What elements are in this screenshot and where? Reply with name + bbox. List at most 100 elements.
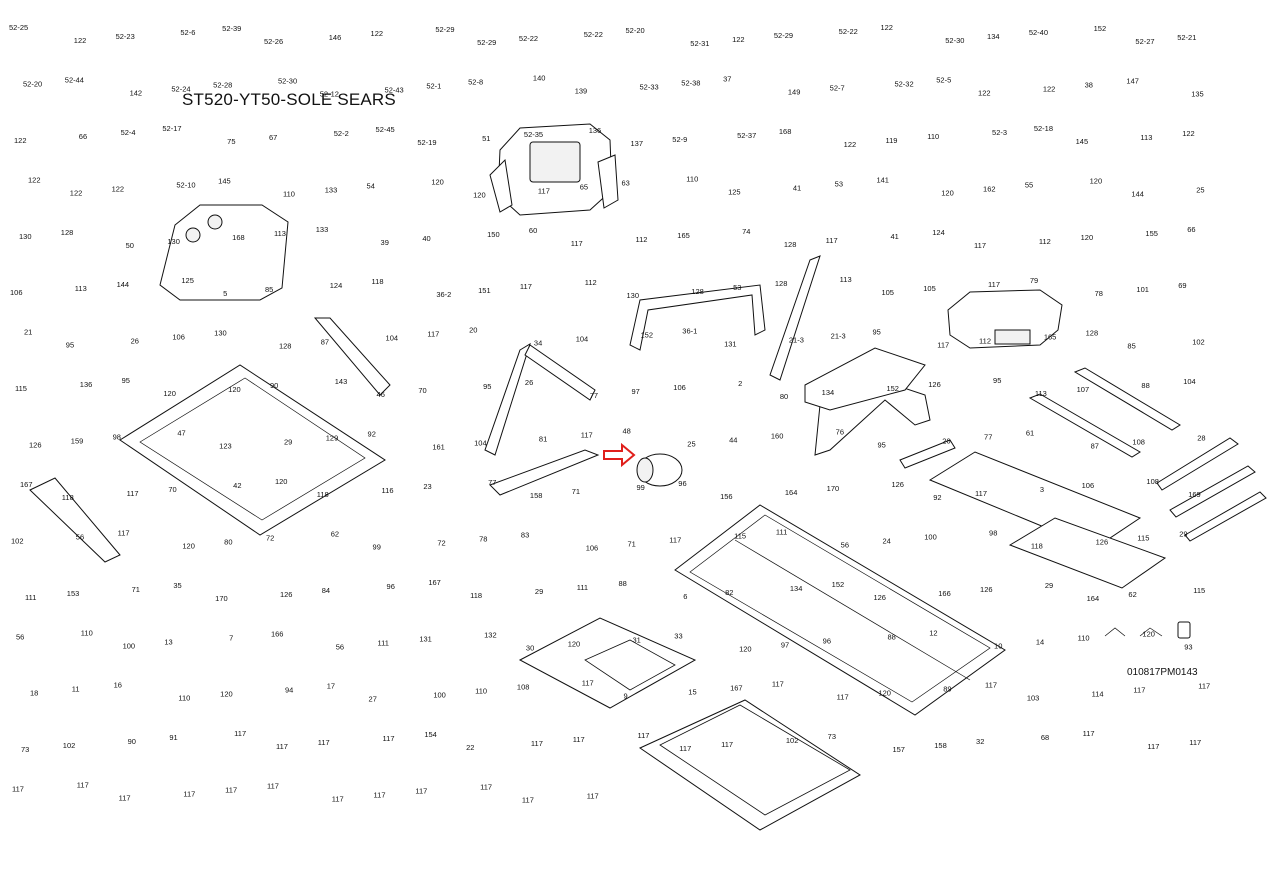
part-label: 165 xyxy=(1044,333,1057,342)
part-label: 120 xyxy=(1081,233,1094,242)
drive-motor xyxy=(636,453,683,487)
part-label: 115 xyxy=(1193,586,1205,595)
part-label: 98 xyxy=(113,433,121,442)
part-label: 88 xyxy=(619,579,627,588)
part-label: 47 xyxy=(177,429,185,438)
motor-hood xyxy=(947,289,1063,349)
part-label: 146 xyxy=(329,33,342,42)
part-label: 126 xyxy=(891,480,904,489)
part-label: 44 xyxy=(729,436,737,445)
part-label: 27 xyxy=(369,695,377,704)
part-label: 111 xyxy=(25,593,36,602)
part-label: 112 xyxy=(585,278,597,287)
part-label: 137 xyxy=(631,139,644,148)
part-label: 114 xyxy=(1092,690,1104,699)
part-label: 73 xyxy=(21,745,29,754)
diagram-title: ST520-YT50-SOLE SEARS xyxy=(182,90,396,109)
part-label: 33 xyxy=(674,631,682,640)
part-label: 52-38 xyxy=(681,78,700,87)
part-label: 124 xyxy=(330,281,343,290)
part-label: 102 xyxy=(11,536,24,545)
part-label: 115 xyxy=(734,531,746,540)
part-label: 155 xyxy=(1145,229,1158,238)
part-label: 117 xyxy=(985,681,997,690)
part-label: 118 xyxy=(1031,541,1043,550)
part-label: 117 xyxy=(826,236,838,245)
part-label: 52-3 xyxy=(992,128,1007,137)
part-label: 125 xyxy=(181,276,194,285)
part-label: 25 xyxy=(1196,185,1204,194)
part-label: 35 xyxy=(173,581,181,590)
part-label: 79 xyxy=(1030,276,1038,285)
part-label: 63 xyxy=(622,178,630,187)
part-label: 105 xyxy=(881,288,894,297)
part-label: 13 xyxy=(164,637,172,646)
part-label: 52-4 xyxy=(121,128,136,137)
part-label: 117 xyxy=(974,241,986,250)
part-label: 120 xyxy=(739,644,752,653)
part-label: 78 xyxy=(479,534,487,543)
part-label: 29 xyxy=(1045,581,1053,590)
part-label: 5 xyxy=(223,289,227,298)
part-label: 90 xyxy=(270,381,278,390)
part-label: 10 xyxy=(994,641,1002,650)
part-label: 111 xyxy=(776,527,787,536)
part-label: 117 xyxy=(118,528,130,537)
part-label: 28 xyxy=(1197,434,1205,443)
part-label: 102 xyxy=(63,741,76,750)
part-label: 134 xyxy=(987,32,1000,41)
side-covers xyxy=(29,317,926,563)
part-label: 117 xyxy=(480,783,492,792)
part-label: 108 xyxy=(1132,438,1145,447)
part-label: 36-2 xyxy=(436,290,451,299)
part-label: 69 xyxy=(1178,281,1186,290)
part-label: 92 xyxy=(933,493,941,502)
part-label: 128 xyxy=(279,342,292,351)
part-label: 9 xyxy=(624,692,628,701)
part-label: 117 xyxy=(77,781,89,790)
part-label: 39 xyxy=(381,238,389,247)
part-label: 90 xyxy=(128,737,136,746)
part-label: 108 xyxy=(517,683,530,692)
part-label: 164 xyxy=(785,488,798,497)
part-label: 52-33 xyxy=(640,82,659,91)
part-label: 96 xyxy=(387,582,395,591)
part-label: 70 xyxy=(418,386,426,395)
part-label: 117 xyxy=(127,489,139,498)
part-label: 108 xyxy=(1146,477,1159,486)
part-label: 95 xyxy=(66,341,74,350)
part-label: 100 xyxy=(924,532,937,541)
part-label: 51 xyxy=(482,134,490,143)
part-label: 117 xyxy=(332,795,344,804)
part-label: 52-29 xyxy=(435,25,454,34)
part-label: 52-7 xyxy=(830,83,845,92)
part-label: 110 xyxy=(81,628,93,637)
part-label: 152 xyxy=(1094,24,1107,33)
part-label: 131 xyxy=(419,634,432,643)
part-label: 52-10 xyxy=(176,180,195,189)
part-label: 100 xyxy=(433,691,446,700)
part-label: 113 xyxy=(75,284,87,293)
part-label: 117 xyxy=(1133,686,1145,695)
part-label: 112 xyxy=(1039,237,1051,246)
part-label: 128 xyxy=(61,228,74,237)
part-label: 170 xyxy=(215,594,228,603)
part-label: 152 xyxy=(832,580,845,589)
part-label: 52-6 xyxy=(180,28,195,37)
part-label: 84 xyxy=(322,586,330,595)
part-label: 52-8 xyxy=(468,77,483,86)
part-label: 36-1 xyxy=(682,327,697,336)
part-label: 120 xyxy=(473,190,486,199)
highlight-arrow xyxy=(603,442,636,468)
part-label: 52-37 xyxy=(737,131,756,140)
part-label: 126 xyxy=(1096,537,1109,546)
part-label: 154 xyxy=(424,730,437,739)
part-label: 113 xyxy=(1140,133,1152,142)
part-label: 52-21 xyxy=(1177,33,1196,42)
part-label: 85 xyxy=(265,285,273,294)
part-label: 117 xyxy=(276,742,288,751)
part-label: 117 xyxy=(721,740,733,749)
part-label: 6 xyxy=(683,592,687,601)
part-label: 117 xyxy=(1198,682,1210,691)
side-rails xyxy=(1028,367,1267,542)
